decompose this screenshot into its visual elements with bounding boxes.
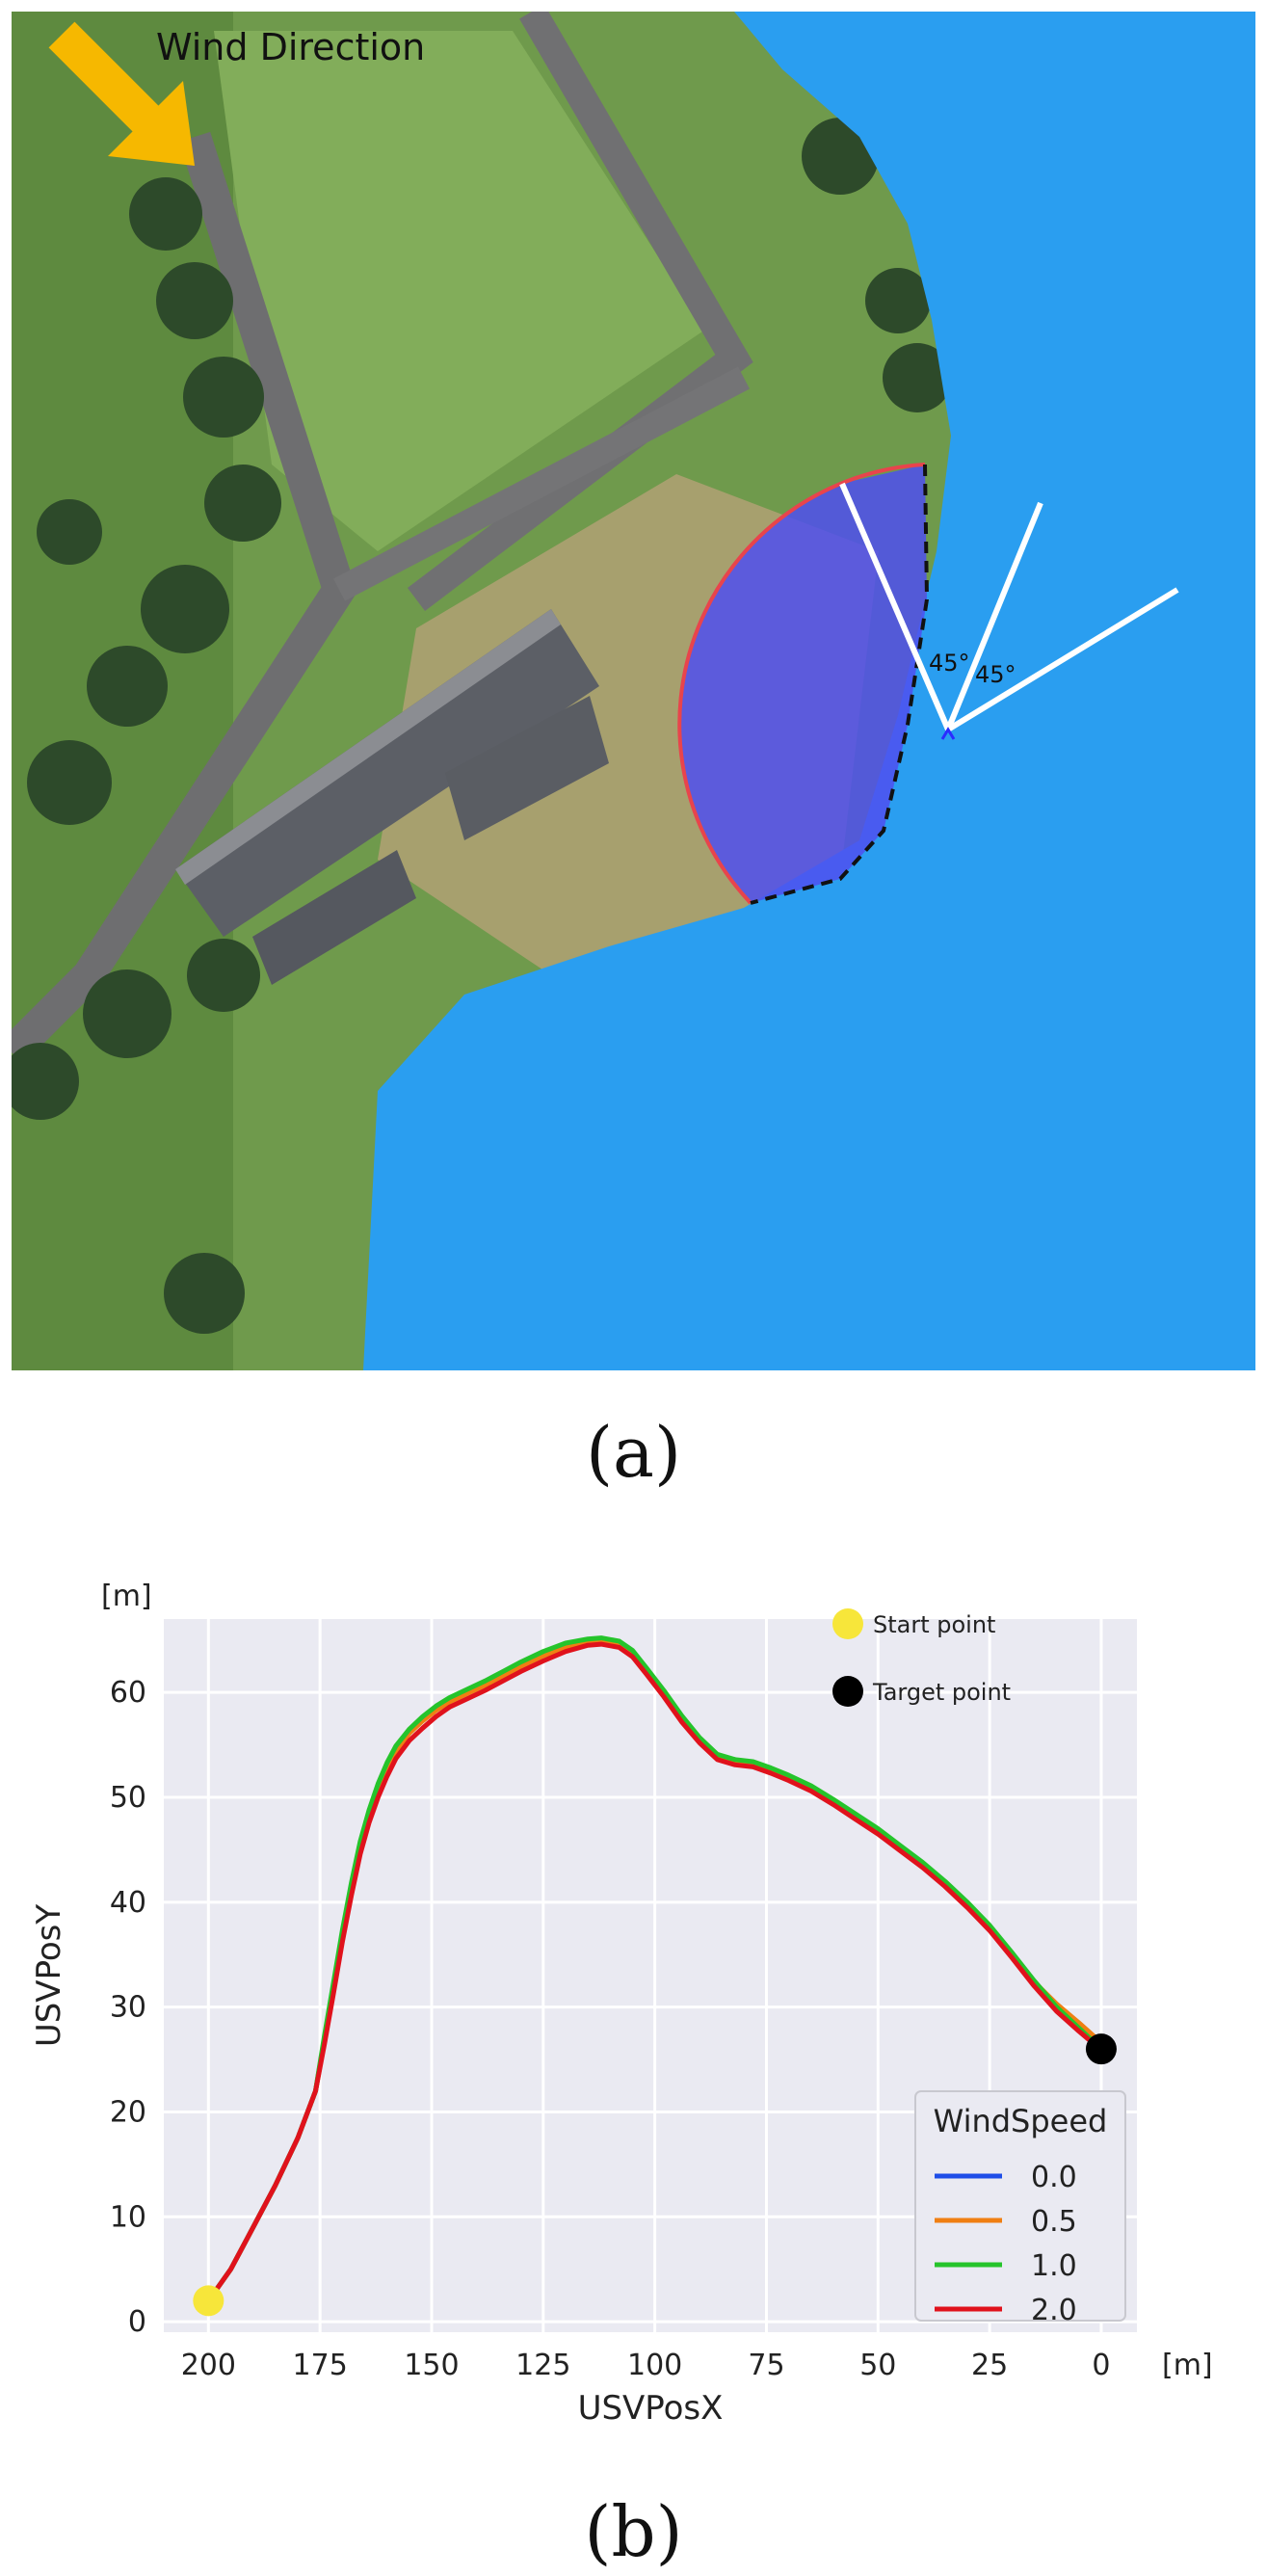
marker-legend-label: Target point (872, 1679, 1011, 1706)
caption-b: (b) (584, 2491, 683, 2572)
angle-lines (839, 482, 1179, 732)
y-tick-label: 30 (110, 1991, 146, 2025)
y-tick-label: 40 (110, 1886, 146, 1920)
point-markers (193, 2033, 1117, 2317)
y-tick-label: 0 (128, 2305, 146, 2339)
caption-a: (a) (585, 1412, 682, 1493)
grass-field (214, 31, 705, 551)
usv-marker (940, 727, 956, 740)
tick-labels: 200 175 150 125 100 75 50 25 0 0 10 20 30 40 50 60 (110, 1676, 1111, 2382)
building (175, 609, 609, 985)
series-lines (206, 1635, 1103, 2302)
wind-direction-label: Wind Direction (156, 26, 425, 68)
water-area (363, 12, 1255, 1370)
marker-legend-swatch (832, 1608, 863, 1639)
series-line-2.0 (206, 1641, 1103, 2302)
legend-label: 0.0 (1031, 2161, 1077, 2194)
shoreline-boundary (750, 464, 930, 905)
x-unit-label: [m] (1162, 2349, 1213, 2382)
x-tick-label: 100 (627, 2349, 682, 2382)
wind-arrow-icon (48, 21, 195, 166)
x-tick-label: 200 (181, 2349, 236, 2382)
x-tick-label: 25 (971, 2349, 1008, 2382)
angle-label-right: 45° (975, 661, 1016, 688)
search-fan (679, 465, 927, 903)
trajectory-chart: 200 175 150 125 100 75 50 25 0 0 10 20 30 40 50 60 USVP… (30, 1580, 1213, 2428)
legend: WindSpeed 0.0 0.5 1.0 2.0 (914, 2090, 1126, 2327)
x-tick-label: 125 (515, 2349, 570, 2382)
y-axis-label: USVPosY (30, 1904, 68, 2048)
fan-outline (677, 463, 926, 905)
marker-legend-label: Start point (873, 1611, 995, 1638)
legend-label: 2.0 (1031, 2294, 1077, 2327)
x-tick-label: 0 (1092, 2349, 1110, 2382)
aerial-map-panel: 45° 45° Wind Direction (12, 12, 1255, 1370)
point-marker (193, 2285, 224, 2317)
x-tick-label: 150 (404, 2349, 459, 2382)
y-unit-label: [m] (101, 1580, 152, 1613)
angle-label-left: 45° (929, 650, 970, 677)
y-tick-label: 20 (110, 2095, 146, 2129)
y-tick-label: 50 (110, 1781, 146, 1815)
legend-title: WindSpeed (934, 2103, 1108, 2139)
y-tick-label: 60 (110, 1676, 146, 1710)
marker-legend-swatch (832, 1676, 863, 1707)
x-axis-label: USVPosX (578, 2389, 724, 2428)
point-marker (1085, 2033, 1117, 2065)
x-tick-label: 50 (859, 2349, 896, 2382)
y-tick-label: 10 (110, 2200, 146, 2234)
trajectory-chart-panel: 200 175 150 125 100 75 50 25 0 0 10 20 30 40 50 60 USVP… (0, 1561, 1267, 2429)
tree-line (12, 37, 952, 1334)
legend-label: 0.5 (1031, 2205, 1077, 2239)
x-tick-label: 175 (293, 2349, 348, 2382)
road (12, 131, 357, 1065)
aerial-map: 45° 45° Wind Direction (12, 12, 1255, 1370)
x-tick-label: 75 (748, 2349, 784, 2382)
legend-label: 1.0 (1031, 2249, 1077, 2283)
